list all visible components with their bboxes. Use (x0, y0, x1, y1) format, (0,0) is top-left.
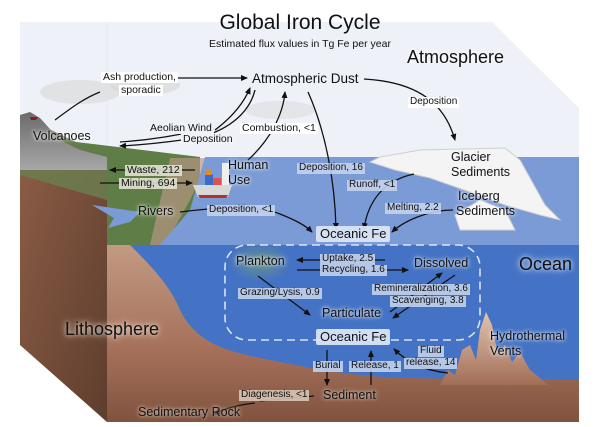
node-iceberg-line2: Sediments (456, 204, 516, 218)
node-hydrothermal-line1: Hydrothermal (490, 329, 566, 343)
flux-mining: Mining, 694 (119, 177, 178, 190)
node-rivers: Rivers (138, 204, 174, 218)
node-sediment: Sediment (323, 388, 376, 402)
node-sedimentary-rock: Sedimentary Rock (138, 405, 241, 419)
flux-fluid-release-line1: Fluid (418, 345, 444, 357)
node-glacier-line2: Sediments (451, 165, 511, 179)
node-plankton: Plankton (236, 254, 285, 268)
flux-aeolian-deposition: Deposition (181, 133, 235, 146)
node-dissolved: Dissolved (414, 256, 469, 270)
node-human-use-line2: Use (228, 173, 251, 187)
diagram-subtitle: Estimated flux values in Tg Fe per year (209, 38, 391, 50)
node-human-use-line1: Human (228, 158, 269, 172)
region-atmosphere: Atmosphere (407, 47, 505, 67)
ship-icon (193, 163, 232, 198)
flux-fluid-release-line2: release, 14 (404, 357, 458, 369)
flux-grazing-lysis: Grazing/Lysis, 0.9 (238, 287, 322, 299)
node-iceberg-line1: Iceberg (458, 189, 500, 203)
flux-runoff: Runoff, <1 (347, 179, 398, 191)
flux-release: Release, 1 (349, 360, 401, 372)
flux-uptake: Uptake, 2.5 (320, 253, 376, 265)
flux-burial: Burial (313, 360, 343, 372)
flux-river-deposition: Deposition, <1 (207, 204, 276, 216)
node-atmospheric-dust: Atmospheric Dust (252, 71, 359, 86)
node-particulate: Particulate (322, 306, 382, 320)
flux-atm-deposition: Deposition (408, 96, 460, 108)
flux-deposition-16: Deposition, 16 (297, 162, 365, 174)
flux-aeolian-wind: Aeolian Wind (148, 122, 214, 135)
flux-recycling: Recycling, 1.6 (320, 264, 387, 276)
node-oceanic-fe-lower: Oceanic Fe (316, 329, 391, 345)
flux-melting: Melting, 2.2 (385, 202, 441, 214)
node-volcanoes: Volcanoes (33, 129, 91, 143)
node-glacier-line1: Glacier (451, 150, 491, 164)
flux-diagenesis: Diagenesis, <1 (239, 389, 310, 401)
flux-remineralization: Remineralization, 3.6 (372, 283, 470, 295)
node-hydrothermal-line2: Vents (490, 344, 522, 358)
region-ocean: Ocean (519, 254, 573, 274)
flux-ash-production-line1: Ash production, (101, 71, 178, 84)
flux-combustion: Combustion, <1 (240, 122, 318, 135)
flux-ash-production-line2: sporadic (119, 84, 163, 97)
diagram-title: Global Iron Cycle (219, 11, 381, 34)
flux-scavenging: Scavenging, 3.8 (390, 295, 466, 307)
node-oceanic-fe-upper: Oceanic Fe (316, 226, 391, 242)
region-lithosphere: Lithosphere (65, 319, 160, 339)
flux-waste: Waste, 212 (125, 164, 182, 177)
